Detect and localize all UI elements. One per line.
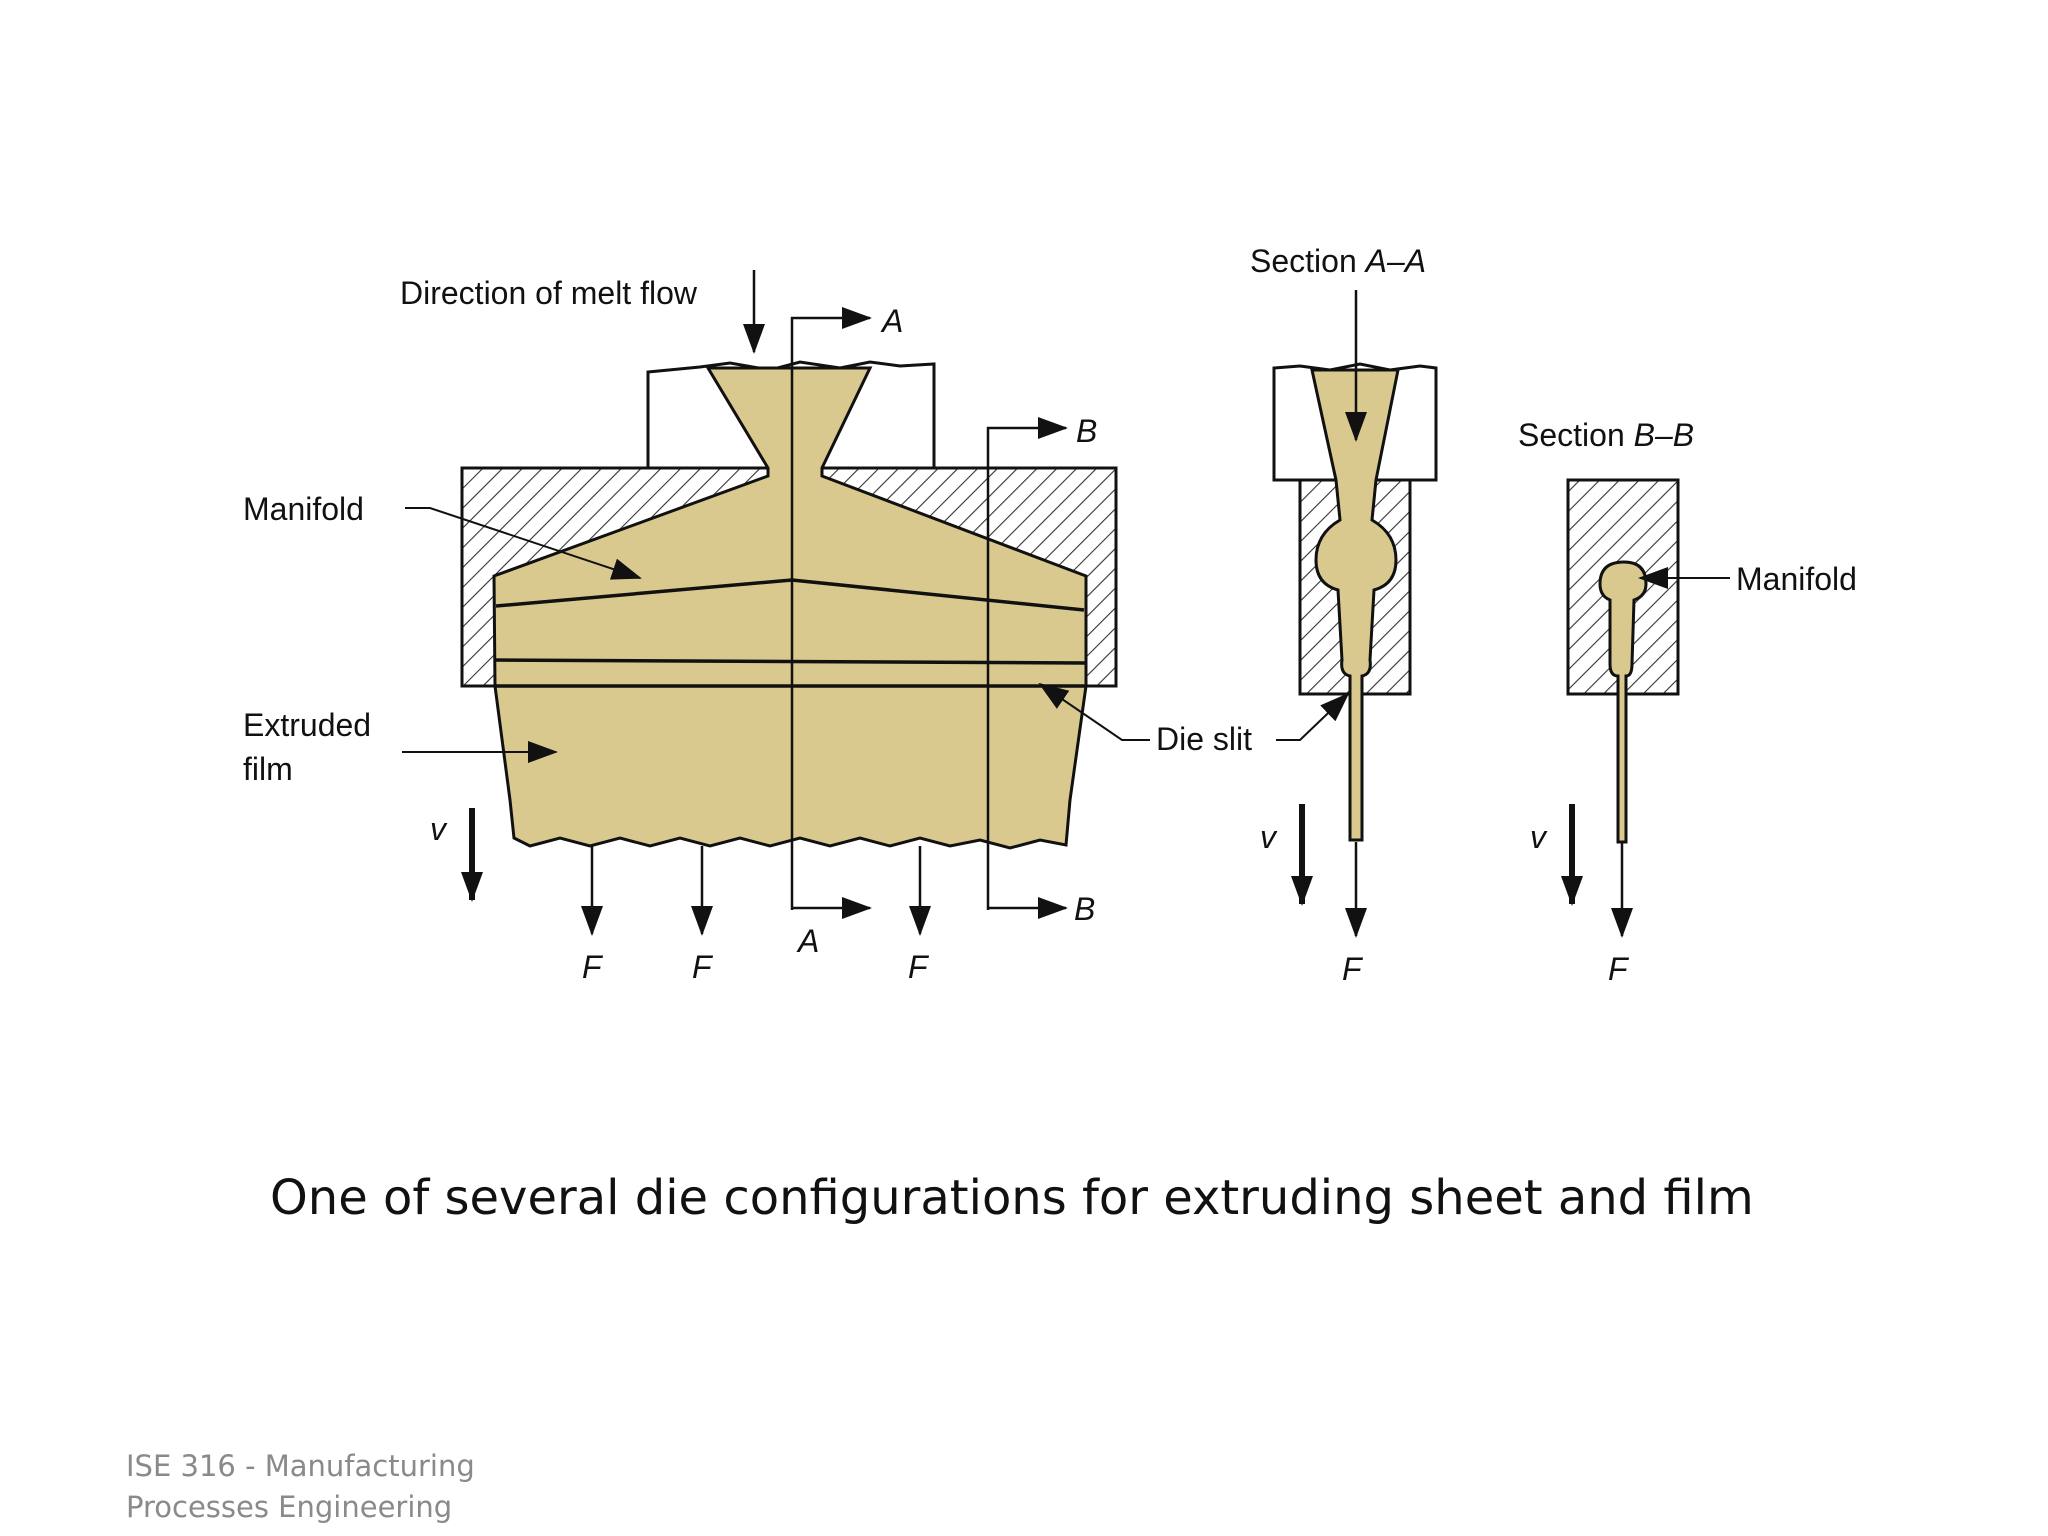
label-melt-flow: Direction of melt flow [400,275,698,311]
main-die [402,270,1150,936]
label-b-top: B [1076,413,1097,449]
label-f3: F [908,949,930,985]
label-manifold-left: Manifold [243,491,364,527]
section-line-a [790,307,872,910]
slide-caption: One of several die configurations for ex… [270,1170,1754,1226]
manifold-line-right [791,578,1085,612]
section-aa [1272,290,1438,938]
label-a-bottom: A [796,923,819,959]
section-bb [1561,478,1730,938]
label-die-slit: Die slit [1156,721,1252,757]
manifold-line-left [495,578,793,608]
label-section-bb: Section B–B [1518,417,1694,453]
footer-line-1: ISE 316 - Manufacturing [126,1449,475,1483]
melt-region [492,366,1088,850]
label-manifold-right: Manifold [1736,561,1857,597]
label-extruded-film-2: film [243,751,293,787]
section-line-b [986,417,1068,910]
label-a-top: A [880,303,903,339]
label-section-aa: Section A–A [1250,243,1426,279]
label-f1: F [582,949,604,985]
slit-line-top [493,658,1086,665]
aa-melt [1310,368,1400,842]
label-f-aa: F [1342,951,1364,987]
die-slit-leader-main [1038,682,1150,741]
footer-line-2: Processes Engineering [126,1490,453,1524]
slide-footer: ISE 316 - Manufacturing Processes Engine… [126,1446,626,1528]
label-v-bb: v [1530,819,1548,855]
label-v-aa: v [1260,819,1278,855]
die-slit-leader-aa [1276,692,1350,741]
label-f-bb: F [1608,951,1630,987]
label-b-bottom: B [1074,891,1095,927]
label-v-main: v [430,811,448,847]
manifold-leader-left [405,507,642,580]
label-extruded-film-1: Extruded [243,707,371,743]
label-f2: F [692,949,714,985]
